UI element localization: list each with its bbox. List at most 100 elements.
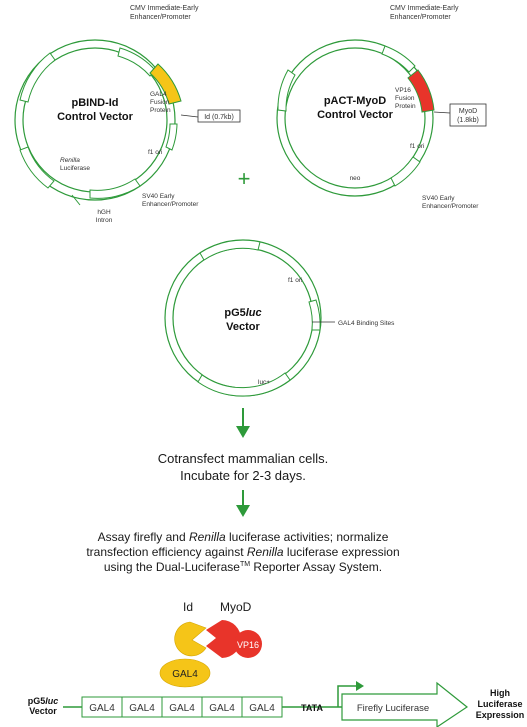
pact-fusion-label: VP16 (395, 87, 411, 94)
pbind-block-right (165, 123, 178, 151)
mechanism-diagram: Id MyoD VP16 GAL4 pG5luc Vector GAL4 GAL… (28, 600, 525, 727)
reporter-gene-label: Firefly Luciferase (357, 703, 429, 714)
pbind-block-left-top (19, 52, 56, 103)
gal4-box-label: GAL4 (89, 703, 115, 714)
plasmid-pg5luc: f1 ori pG5luc Vector GAL4 Binding Sites … (164, 239, 395, 397)
step2-line3: using the Dual-LuciferaseTM Reporter Ass… (104, 560, 382, 574)
pact-insert-label: MyoD (459, 108, 477, 115)
arrow-down-1 (236, 408, 250, 438)
step2-line2-italic: Renilla (247, 545, 284, 559)
pbind-renilla-block (19, 146, 55, 189)
pbind-sv40-label: SV40 Early (142, 193, 175, 200)
pg5-name-2: Vector (226, 321, 260, 333)
step2-line1-italic: Renilla (189, 530, 226, 544)
pact-ori-label: f1 ori (410, 143, 424, 150)
pbind-cmv-block (117, 47, 156, 77)
pact-sv40-label-2: Enhancer/Promoter (422, 203, 479, 210)
pact-fusion-label-3: Protein (395, 103, 416, 110)
pbind-name-2: Control Vector (57, 111, 134, 123)
transcription-start-arrow (337, 685, 358, 707)
step2-line2-a: transfection efficiency against (86, 545, 247, 559)
pg5-name-prefix: pG5 (224, 307, 245, 319)
pg5-ori-label: f1 ori (288, 277, 302, 284)
pbind-insert-box (197, 109, 241, 123)
pact-cmv-block (381, 45, 416, 73)
plasmid-pact: CMV Immediate-Early Enhancer/Promoter pA… (276, 5, 487, 210)
pg5-binding-label: GAL4 Binding Sites (338, 320, 395, 327)
pbind-promoter-label: CMV Immediate-Early (130, 5, 199, 12)
id-label: Id (183, 600, 193, 614)
step2-line2-b: luciferase expression (284, 545, 400, 559)
pbind-sv40-label-2: Enhancer/Promoter (142, 201, 199, 208)
myod-label: MyoD (220, 600, 252, 614)
result-label-2: Luciferase (477, 699, 522, 709)
pact-block-bottom (390, 156, 421, 187)
result-label: High (490, 688, 510, 698)
pact-backbone (276, 39, 434, 197)
gal4-box-label: GAL4 (209, 703, 235, 714)
pact-backbone-inner (284, 47, 426, 189)
pg5-name-italic: luc (246, 307, 262, 319)
pact-vp16-insert (407, 69, 435, 113)
pact-neo-label: neo (350, 175, 361, 182)
pact-insert-box (449, 103, 487, 127)
step2-line1: Assay firefly and Renilla luciferase act… (98, 530, 389, 544)
pact-sv40-label: SV40 Early (422, 195, 455, 202)
pbind-name: pBIND-Id (71, 97, 118, 109)
pg5-binding-block (308, 299, 321, 331)
arrow-down-2 (236, 490, 250, 517)
gal4-box-label: GAL4 (249, 703, 275, 714)
pact-insert-size: (1.8kb) (457, 117, 479, 124)
step1-line1: Cotransfect mammalian cells. (158, 451, 329, 466)
result-label-3: Expression (476, 710, 525, 720)
step2-line2: transfection efficiency against Renilla … (86, 545, 399, 559)
reporter-gene-arrow (341, 681, 469, 727)
pact-promoter-label-2: Enhancer/Promoter (390, 14, 451, 21)
gal4-box-label: GAL4 (129, 703, 155, 714)
step2-line1-a: Assay firefly and (98, 530, 189, 544)
pbind-gal4-insert (149, 63, 182, 105)
pbind-insert-leader (180, 114, 199, 118)
mech-vector-italic: luc (45, 696, 58, 706)
pbind-fusion-label-3: Protein (150, 107, 171, 114)
tata-label: TATA (301, 703, 323, 713)
transcription-start-arrowhead (356, 681, 364, 691)
step2-line3-b: Reporter Assay System. (250, 560, 382, 574)
mech-vector-prefix: pG5 (28, 696, 46, 706)
myod-protein-shape (206, 620, 241, 658)
step2-trademark: TM (240, 561, 250, 568)
vp16-circle (234, 630, 262, 658)
plus-sign: + (238, 166, 251, 191)
pbind-ori-label: f1 ori (148, 149, 162, 156)
gal4-protein-label: GAL4 (172, 669, 198, 680)
step2-line1-b: luciferase activities; normalize (226, 530, 389, 544)
pact-name-2: Control Vector (317, 109, 394, 121)
mech-vector-label: pG5luc (28, 696, 59, 706)
pg5-luc-label: luc+ (258, 379, 270, 386)
gal4-box-label: GAL4 (169, 703, 195, 714)
pbind-fusion-label-2: Fusion (150, 99, 170, 106)
pbind-hgh-label: hGH (97, 209, 111, 216)
pact-insert-leader (433, 111, 451, 114)
vp16-label: VP16 (237, 640, 259, 650)
pbind-renilla-label-2: Luciferase (60, 165, 90, 172)
pg5-name: pG5luc (224, 307, 261, 319)
pbind-hgh-tick (71, 194, 81, 206)
pbind-fusion-label: GAL4 (150, 91, 167, 98)
step2-line3-a: using the Dual-Luciferase (104, 560, 240, 574)
pg5-luc-block (197, 372, 291, 397)
gal4-box (241, 696, 283, 718)
pbind-sv40-block (89, 178, 141, 199)
pact-fusion-label-2: Fusion (395, 95, 415, 102)
pbind-hgh-label-2: Intron (96, 217, 113, 224)
pbind-backbone (14, 39, 176, 201)
id-protein-shape (174, 621, 207, 657)
pbind-promoter-label-2: Enhancer/Promoter (130, 14, 191, 21)
pg5-block-top (199, 239, 261, 261)
mech-vector-label-2: Vector (29, 706, 57, 716)
pbind-renilla-label: Renilla (60, 157, 80, 164)
step1-line2: Incubate for 2-3 days. (180, 468, 306, 483)
pbind-insert-label: Id (0.7kb) (204, 114, 234, 121)
